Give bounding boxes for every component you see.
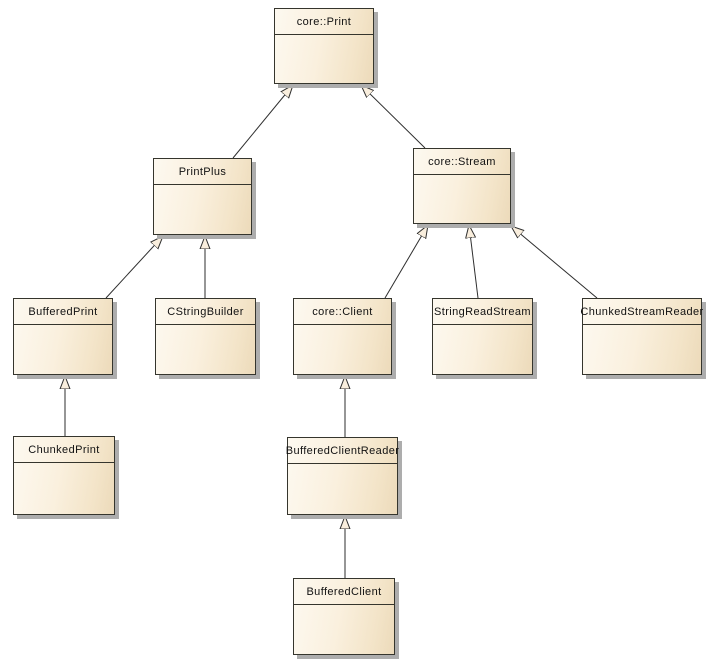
class-compartment <box>294 605 394 654</box>
class-core-stream[interactable]: core::Stream <box>413 148 511 224</box>
class-core-client[interactable]: core::Client <box>293 298 392 375</box>
class-chunkedprint[interactable]: ChunkedPrint <box>13 436 115 515</box>
class-name-label: core::Client <box>294 299 391 325</box>
class-name-label: BufferedPrint <box>14 299 112 325</box>
edge-stringreadstream-to-corestream <box>469 225 479 299</box>
class-printplus[interactable]: PrintPlus <box>153 158 252 235</box>
class-name-label: ChunkedPrint <box>14 437 114 463</box>
edge-chunkedstreamreader-to-corestream <box>511 226 598 299</box>
class-name-label: BufferedClientReader <box>286 438 399 464</box>
class-name-label: core::Print <box>275 9 373 35</box>
class-name-label: PrintPlus <box>154 159 251 185</box>
class-bufferedprint[interactable]: BufferedPrint <box>13 298 113 375</box>
class-compartment <box>583 325 701 374</box>
class-chunkedstreamreader[interactable]: ChunkedStreamReader <box>580 298 703 375</box>
class-name-label: core::Stream <box>414 149 510 175</box>
class-name-label: ChunkedStreamReader <box>580 299 703 325</box>
edge-printplus-to-coreprint <box>232 85 293 159</box>
class-stringreadstream[interactable]: StringReadStream <box>432 298 533 375</box>
class-compartment <box>414 175 510 223</box>
class-name-label: StringReadStream <box>433 299 532 325</box>
class-compartment <box>433 325 532 374</box>
class-compartment <box>288 464 397 514</box>
class-compartment <box>14 463 114 514</box>
edge-corestream-to-coreprint <box>361 85 426 149</box>
class-compartment <box>156 325 255 374</box>
class-bufferedclient[interactable]: BufferedClient <box>293 578 395 655</box>
class-name-label: BufferedClient <box>294 579 394 605</box>
edge-coreclient-to-corestream <box>384 225 428 299</box>
class-cstringbuilder[interactable]: CStringBuilder <box>155 298 256 375</box>
class-compartment <box>275 35 373 83</box>
class-name-label: CStringBuilder <box>156 299 255 325</box>
class-compartment <box>14 325 112 374</box>
class-core-print[interactable]: core::Print <box>274 8 374 84</box>
class-compartment <box>294 325 391 374</box>
class-bufferedclientreader[interactable]: BufferedClientReader <box>286 437 399 515</box>
class-compartment <box>154 185 251 234</box>
edge-bufferedprint-to-printplus <box>105 236 163 299</box>
